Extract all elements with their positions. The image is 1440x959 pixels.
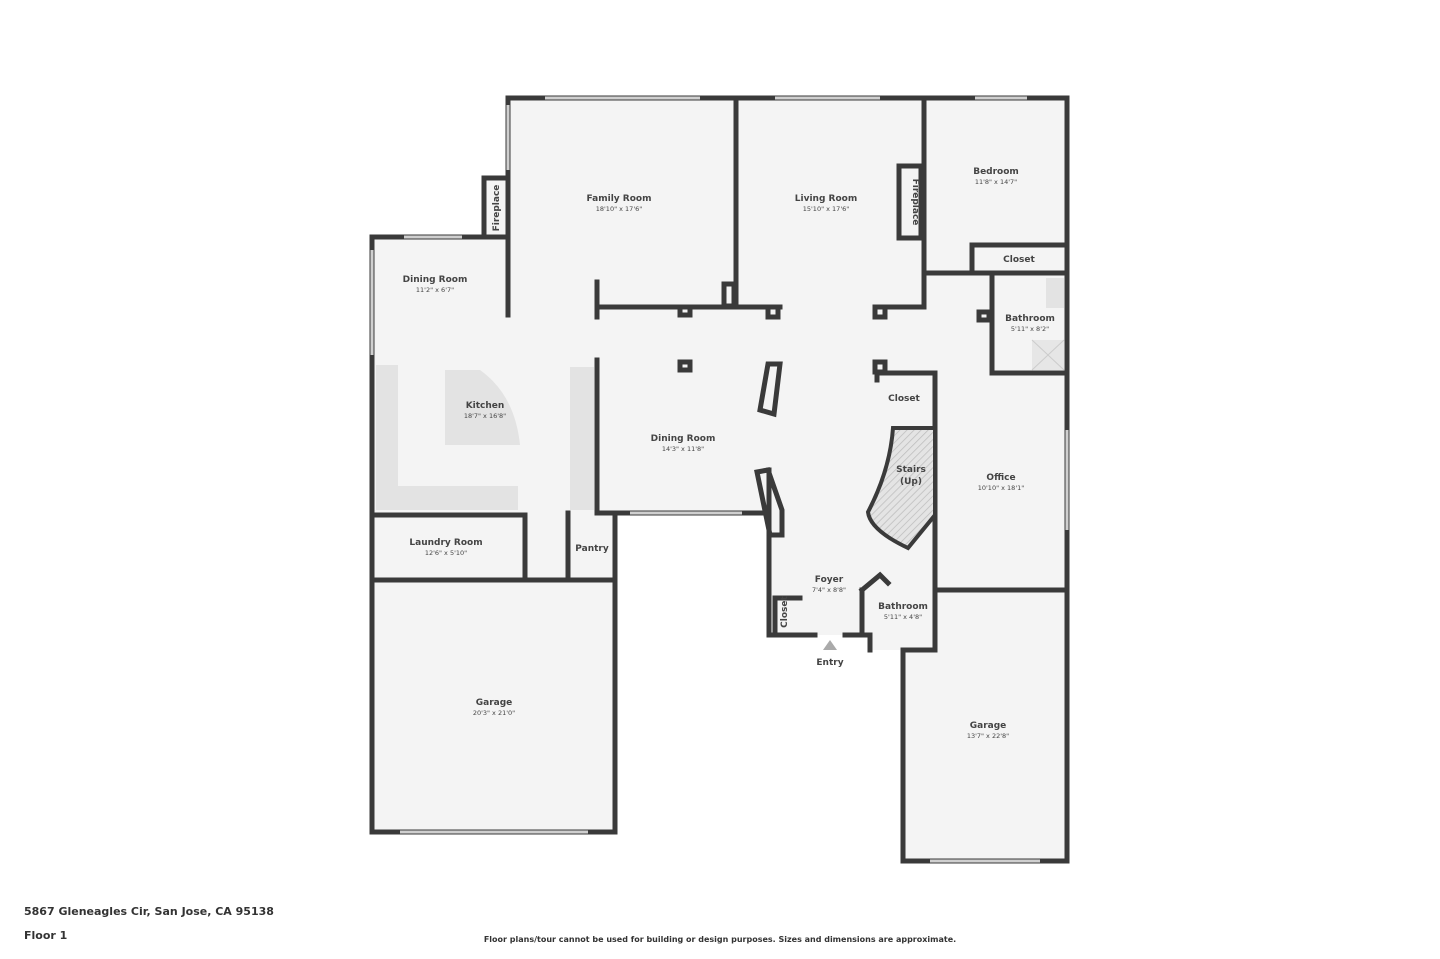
- room-label: Closet: [888, 394, 920, 404]
- floor-area: [372, 98, 1067, 861]
- room-label: Garage: [970, 721, 1007, 731]
- room-label: Laundry Room: [409, 538, 482, 548]
- room-dims: 11'2" x 6'7": [416, 286, 454, 294]
- entry-label: Entry: [816, 658, 843, 668]
- room-dims: 12'6" x 5'10": [425, 549, 467, 557]
- entry-arrow-icon: [823, 640, 837, 650]
- room-dims: 7'4" x 8'8": [812, 586, 846, 594]
- room-dims: 13'7" x 22'8": [967, 732, 1009, 740]
- room-dims: 18'7" x 16'8": [464, 412, 506, 420]
- room-dims: 11'8" x 14'7": [975, 178, 1017, 186]
- room-label: Office: [986, 473, 1015, 483]
- disclaimer: Floor plans/tour cannot be used for buil…: [483, 935, 957, 944]
- room-dims: 14'3" x 11'8": [662, 445, 704, 453]
- room-label: Stairs: [896, 465, 926, 475]
- room-label: Bathroom: [1005, 314, 1055, 324]
- room-label: Closet: [1003, 255, 1035, 265]
- windows: [370, 96, 1069, 863]
- address: 5867 Gleneagles Cir, San Jose, CA 95138: [24, 905, 274, 918]
- room-dims: 15'10" x 17'6": [803, 205, 849, 213]
- room-dims: 5'11" x 8'2": [1011, 325, 1049, 333]
- room-dims: 5'11" x 4'8": [884, 613, 922, 621]
- fireplace-label: Fireplace: [910, 179, 920, 226]
- shower: [1031, 339, 1065, 371]
- floor-label: Floor 1: [24, 929, 68, 942]
- room-label: Closet: [780, 595, 790, 627]
- room-label: Kitchen: [466, 401, 505, 411]
- fireplace-label: Fireplace: [492, 185, 502, 232]
- room-label: Garage: [476, 698, 513, 708]
- room-label: Living Room: [795, 194, 857, 204]
- room-label: (Up): [900, 477, 922, 487]
- room-label: Family Room: [587, 194, 652, 204]
- stairs: [865, 426, 937, 551]
- room-dims: 20'3" x 21'0": [473, 709, 515, 717]
- room-label: Dining Room: [651, 434, 716, 444]
- room-dims: 10'10" x 18'1": [978, 484, 1024, 492]
- room-label: Dining Room: [403, 275, 468, 285]
- room-label: Bathroom: [878, 602, 928, 612]
- room-label: Bedroom: [973, 167, 1019, 177]
- room-label: Pantry: [575, 544, 609, 554]
- room-dims: 18'10" x 17'6": [596, 205, 642, 213]
- room-label: Foyer: [815, 575, 844, 585]
